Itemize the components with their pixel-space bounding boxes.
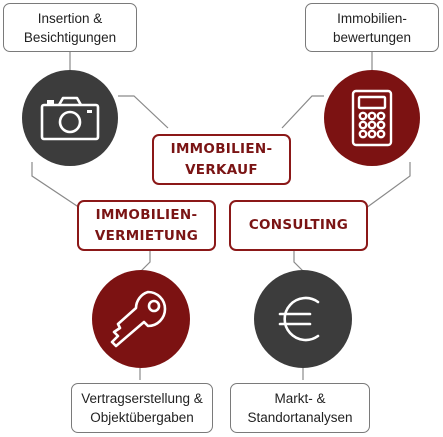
euro-icon — [278, 296, 320, 342]
bewertungen-box: Immobilien- bewertungen — [305, 3, 439, 52]
consulting-label: CONSULTING — [248, 217, 349, 233]
verkauf-label-line2: VERKAUF — [185, 161, 258, 178]
camera-icon — [40, 96, 100, 141]
verkauf-label-line1: IMMOBILIEN- — [170, 140, 273, 157]
bewertungen-label-line1: Immobilien- — [337, 10, 407, 26]
standortanalysen-box: Markt- & Standortanalysen — [230, 383, 370, 433]
vermietung-label-line1: IMMOBILIEN- — [95, 206, 198, 223]
markt-label-line1: Markt- & — [274, 391, 326, 406]
insertion-label-line1: Insertion & — [37, 10, 103, 26]
consulting-box: CONSULTING — [229, 200, 368, 251]
calculator-circle — [324, 70, 420, 166]
calculator-icon — [351, 89, 393, 147]
key-circle — [92, 270, 190, 368]
immobilienvermietung-box: IMMOBILIEN- VERMIETUNG — [77, 200, 216, 251]
bewertungen-label-line2: bewertungen — [332, 29, 412, 45]
vertrag-label-line2: Objektübergaben — [90, 410, 194, 425]
markt-label-line2: Standortanalysen — [247, 410, 353, 425]
vermietung-label-line2: VERMIETUNG — [94, 227, 199, 244]
vertragserstellung-box: Vertragserstellung & Objektübergaben — [71, 383, 213, 433]
camera-circle — [22, 70, 118, 166]
insertion-label-line2: Besichtigungen — [23, 29, 117, 45]
vertrag-label-line1: Vertragserstellung & — [81, 391, 203, 406]
insertion-box: Insertion & Besichtigungen — [3, 3, 137, 52]
key-icon — [110, 290, 167, 348]
euro-circle — [254, 270, 352, 368]
immobilienverkauf-box: IMMOBILIEN- VERKAUF — [152, 134, 291, 185]
